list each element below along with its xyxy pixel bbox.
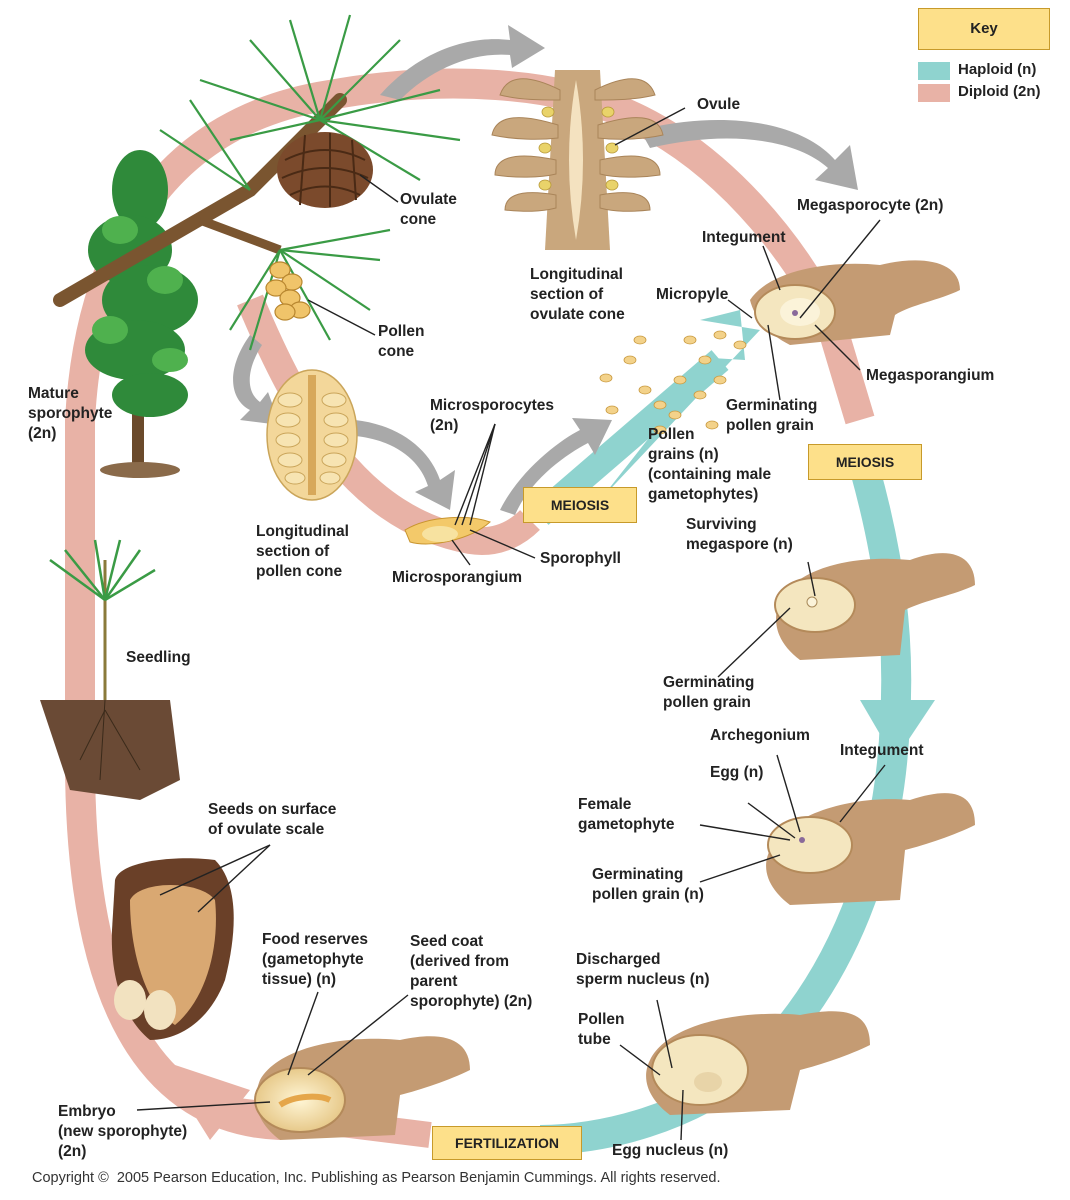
label-megasporangium: Megasporangium bbox=[866, 367, 995, 384]
ovulate-cone-image bbox=[277, 132, 373, 208]
label-ovulate-cone: Ovulate cone bbox=[400, 191, 457, 228]
label-embryo: Embryo (new sporophyte) (2n) bbox=[58, 1103, 188, 1160]
diploid-key-label: Diploid (2n) bbox=[958, 83, 1041, 100]
seeds-on-scale bbox=[111, 858, 234, 1040]
fertilization-box: FERTILIZATION bbox=[432, 1126, 582, 1160]
label-mature-sporophyte: Mature sporophyte (2n) bbox=[28, 385, 113, 442]
ovule-scale-1 bbox=[750, 260, 960, 345]
label-germinating-pollen-1: Germinating pollen grain bbox=[726, 397, 818, 434]
label-microsporocytes: Microsporocytes (2n) bbox=[430, 397, 555, 434]
label-egg: Egg (n) bbox=[710, 764, 764, 781]
label-sporophyll: Sporophyll bbox=[540, 550, 621, 567]
label-surviving-megaspore: Surviving megaspore (n) bbox=[686, 516, 793, 553]
label-pollen-grains: Pollen grains (n) (containing male gamet… bbox=[648, 426, 772, 503]
label-long-section-ovulate: Longitudinal section of ovulate cone bbox=[530, 266, 625, 323]
meiosis-box-2: MEIOSIS bbox=[808, 444, 922, 480]
label-food-reserves: Food reserves (gametophyte tissue) (n) bbox=[262, 931, 368, 988]
ovulate-cone-section bbox=[491, 70, 664, 250]
label-seeds-on-surface: Seeds on surface of ovulate scale bbox=[208, 801, 337, 838]
seed-with-embryo bbox=[254, 1036, 470, 1140]
label-seed-coat: Seed coat (derived from parent sporophyt… bbox=[410, 933, 533, 1010]
meiosis-box-1: MEIOSIS bbox=[523, 487, 637, 523]
ovule-scale-4 bbox=[646, 1011, 870, 1115]
sporophyll-image bbox=[404, 516, 491, 545]
label-seedling: Seedling bbox=[126, 649, 191, 666]
diploid-inner-arrow bbox=[237, 294, 540, 555]
seedling-image bbox=[40, 539, 180, 800]
pollen-grains-scatter bbox=[599, 330, 747, 435]
label-archegonium: Archegonium bbox=[710, 727, 810, 744]
label-integument-2: Integument bbox=[840, 742, 924, 759]
label-integument-1: Integument bbox=[702, 229, 786, 246]
copyright-text: Copyright © 2005 Pearson Education, Inc.… bbox=[32, 1170, 721, 1186]
label-micropyle: Micropyle bbox=[656, 286, 729, 303]
label-megasporocyte: Megasporocyte (2n) bbox=[797, 197, 944, 214]
haploid-arrowhead-1 bbox=[860, 700, 935, 760]
ovule-scale-2 bbox=[774, 553, 975, 660]
label-pollen-tube: Pollen tube bbox=[578, 1011, 625, 1048]
diploid-swatch bbox=[918, 84, 950, 102]
label-pollen-cone: Pollen cone bbox=[378, 323, 425, 360]
label-long-section-pollen: Longitudinal section of pollen cone bbox=[256, 523, 349, 580]
label-ovule: Ovule bbox=[697, 96, 741, 113]
label-microsporangium: Microsporangium bbox=[392, 569, 523, 586]
key-title: Key bbox=[918, 8, 1050, 50]
haploid-swatch bbox=[918, 62, 950, 80]
label-germinating-pollen-2: Germinating pollen grain bbox=[663, 674, 755, 711]
leader-lines bbox=[136, 107, 886, 1141]
diploid-arrowhead bbox=[160, 1060, 250, 1140]
label-female-gametophyte: Female gametophyte bbox=[578, 796, 675, 833]
haploid-key-label: Haploid (n) bbox=[958, 61, 1037, 78]
label-discharged-sperm: Discharged sperm nucleus (n) bbox=[576, 951, 710, 988]
ovule-scale-3 bbox=[766, 793, 975, 905]
pollen-cone-section bbox=[266, 369, 358, 501]
pollen-cone-image bbox=[265, 261, 311, 321]
diploid-cycle-arrow bbox=[65, 68, 875, 1140]
label-egg-nucleus: Egg nucleus (n) bbox=[612, 1142, 729, 1159]
pine-tree bbox=[85, 150, 198, 478]
label-germinating-pollen-3: Germinating pollen grain (n) bbox=[592, 866, 704, 903]
pine-branch bbox=[53, 14, 461, 351]
